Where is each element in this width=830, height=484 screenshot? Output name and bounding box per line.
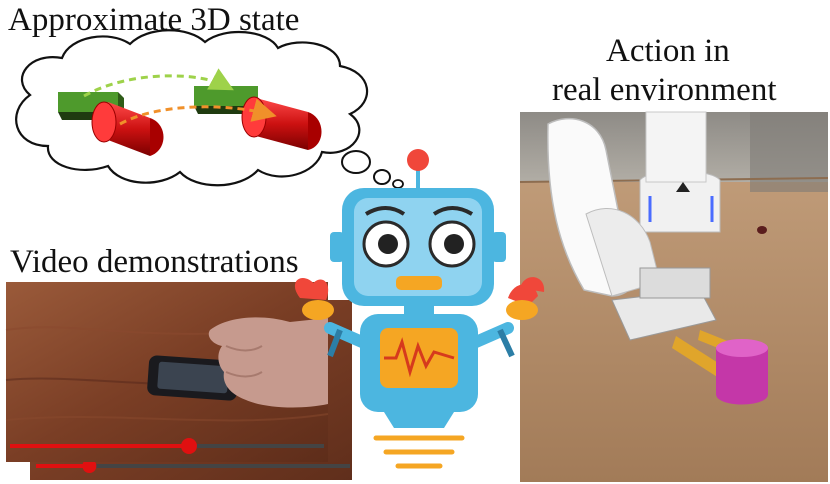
back-progress-knob[interactable] [82, 459, 97, 473]
red-cylinder-start [91, 101, 164, 156]
action-title-line1: Action in [606, 33, 730, 69]
hand [208, 317, 328, 408]
action-title-line2: real environment [552, 72, 777, 108]
green-arrow [83, 68, 234, 98]
video-demo-front-frame [5, 282, 329, 462]
robot-mascot-icon [294, 149, 545, 469]
thought-bubble-large [341, 150, 371, 174]
thought-bubble-medium [373, 169, 391, 185]
video-demos-title: Video demonstrations [10, 244, 299, 280]
phone-object [147, 355, 239, 401]
real-environment-photo [519, 111, 829, 482]
orange-arrow [119, 98, 277, 126]
front-progress-knob[interactable] [180, 438, 197, 454]
thought-bubble-small [392, 179, 404, 189]
